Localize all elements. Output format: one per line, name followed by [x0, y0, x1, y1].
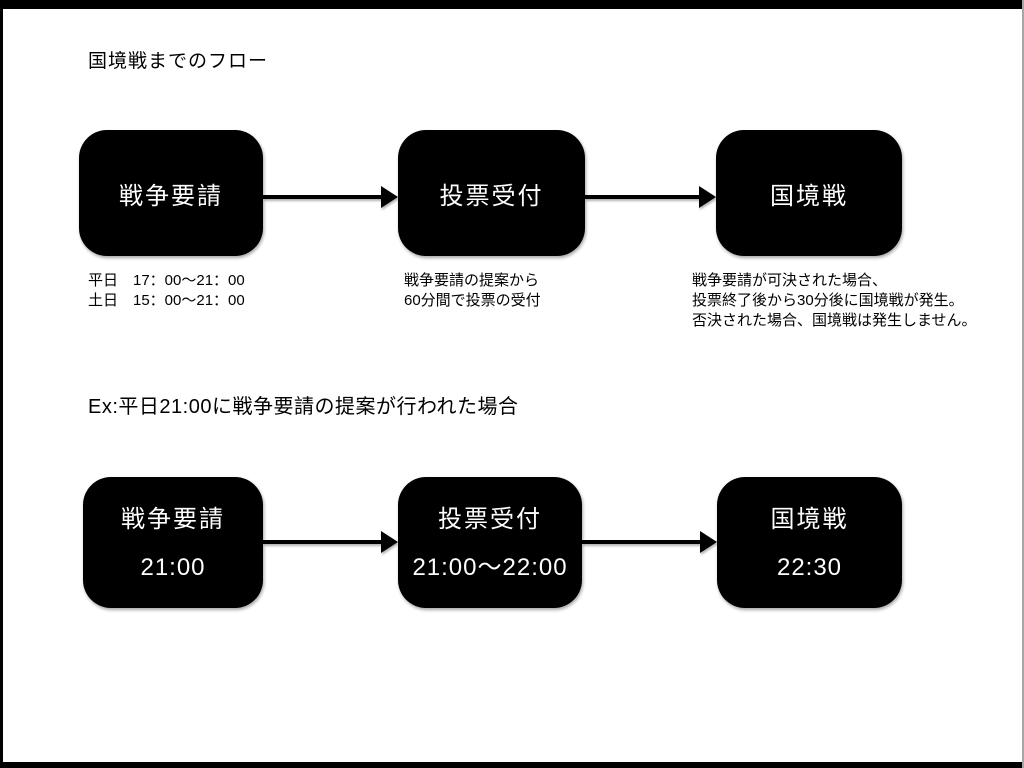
- arrow-head-icon: [699, 186, 716, 208]
- arrow-head-icon: [381, 186, 398, 208]
- flow-step-vote-reception: 投票受付: [398, 130, 585, 256]
- arrow-shaft: [585, 195, 699, 199]
- example-step-war-request: 戦争要請 21:00: [83, 477, 263, 608]
- arrow-right-icon: [585, 175, 716, 219]
- example-step-border-war: 国境戦 22:30: [717, 477, 902, 608]
- note-war-request-schedule: 平日 17：00～21：00 土日 15：00～21：00: [88, 271, 245, 311]
- arrow-shaft: [263, 540, 381, 544]
- slide-border-right: [1022, 0, 1024, 768]
- page-title: 国境戦までのフロー: [88, 51, 269, 72]
- flow-step-time: 22:30: [776, 554, 843, 581]
- example-step-vote-reception: 投票受付 21:00～22:00: [398, 477, 582, 608]
- note-line: 60分間で投票の受付: [404, 292, 541, 309]
- arrow-head-icon: [700, 531, 717, 553]
- example-heading: Ex:平日21:00に戦争要請の提案が行われた場合: [88, 396, 519, 418]
- arrow-shaft: [582, 540, 700, 544]
- flow-step-label: 国境戦: [770, 506, 849, 533]
- arrow-right-icon: [263, 175, 398, 219]
- flow-step-border-war: 国境戦: [716, 130, 902, 256]
- slide-border-left: [0, 0, 3, 768]
- flow-step-label: 投票受付: [439, 182, 544, 210]
- slide-border-top: [0, 0, 1024, 9]
- arrow-right-icon: [582, 520, 717, 564]
- arrow-head-icon: [381, 531, 398, 553]
- arrow-shaft: [263, 195, 381, 199]
- flow-step-time: 21:00: [140, 554, 206, 581]
- note-line: 戦争要請が可決された場合、: [692, 272, 888, 289]
- flow-step-label: 戦争要請: [119, 182, 223, 210]
- note-border-war-conditions: 戦争要請が可決された場合、 投票終了後から30分後に国境戦が発生。 否決された場…: [692, 271, 977, 331]
- flow-step-time: 21:00～22:00: [412, 554, 568, 581]
- note-line: 戦争要請の提案から: [404, 272, 540, 289]
- note-line: 投票終了後から30分後に国境戦が発生。: [692, 292, 964, 309]
- flow-step-label: 国境戦: [770, 182, 848, 210]
- flow-step-label: 投票受付: [438, 506, 542, 533]
- note-line: 否決された場合、国境戦は発生しません。: [692, 312, 977, 329]
- note-line: 土日 15：00～21：00: [88, 292, 245, 309]
- arrow-right-icon: [263, 520, 398, 564]
- note-line: 平日 17：00～21：00: [88, 272, 245, 289]
- note-vote-duration: 戦争要請の提案から 60分間で投票の受付: [404, 271, 541, 311]
- flow-step-label: 戦争要請: [121, 506, 225, 533]
- slide-border-bottom: [0, 762, 1024, 768]
- flow-step-war-request: 戦争要請: [79, 130, 263, 256]
